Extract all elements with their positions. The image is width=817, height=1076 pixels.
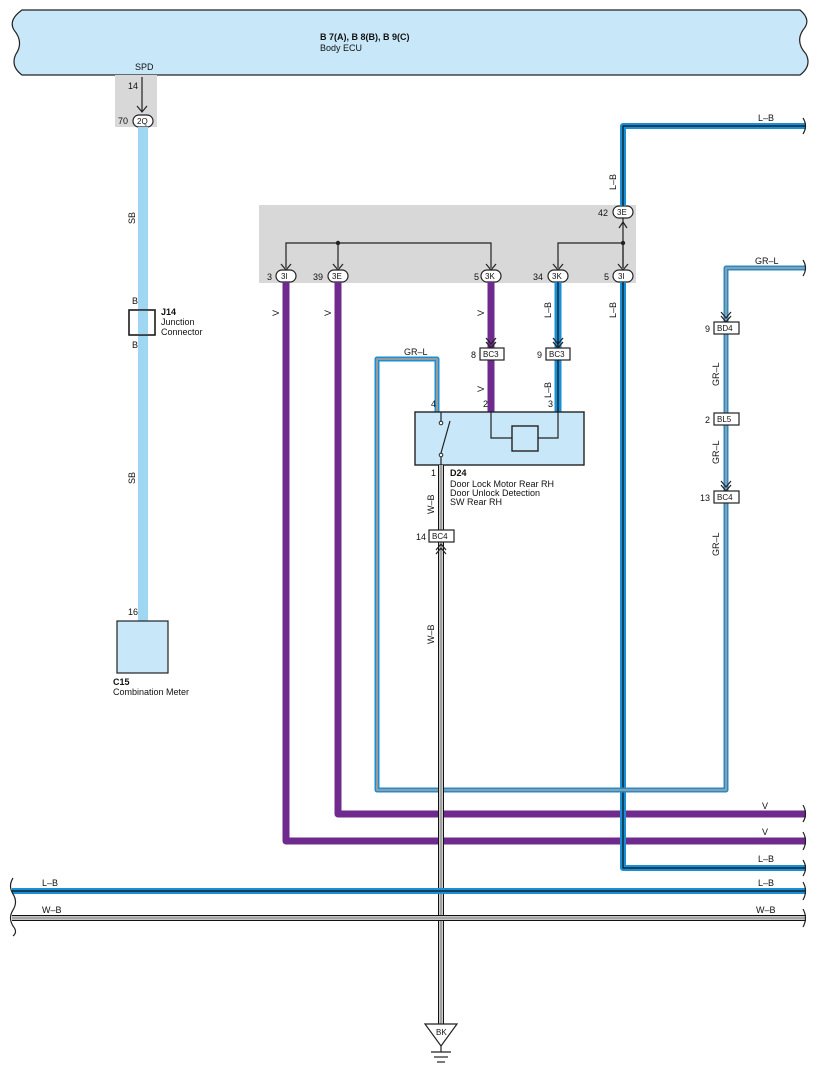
bus-wb-label-left: W–B <box>42 905 62 915</box>
row-conn-id: 3I <box>618 272 625 281</box>
ground-icon <box>423 1023 459 1063</box>
wire-grl <box>374 265 806 793</box>
j14-code: J14 <box>161 307 176 317</box>
j14-pin-top: B <box>132 296 138 306</box>
j14-name-1: Junction <box>161 317 195 327</box>
top-conn-pin: 70 <box>118 116 128 126</box>
d24-door-lock-motor <box>414 411 585 466</box>
arrow-icon <box>136 105 148 113</box>
wire-wb-label-1: W–B <box>426 494 436 514</box>
wire-grl-label-3: GR–L <box>711 440 721 464</box>
row-connector-3k-right: 34 3K <box>533 269 569 283</box>
bus-lb-label-right: L–B <box>758 878 774 888</box>
wire-v-outer <box>282 282 806 845</box>
d24-name-3: SW Rear RH <box>450 497 502 507</box>
d24-pin4: 4 <box>431 399 436 409</box>
bc4-right-pin: 13 <box>700 493 710 503</box>
wire-grl-label-top: GR–L <box>755 256 779 266</box>
row-conn-id: 3K <box>552 272 562 281</box>
upper-conn-id: 3E <box>617 208 627 217</box>
d24-code: D24 <box>450 468 467 478</box>
wire-v-label-4: V <box>476 386 486 392</box>
wire-lb-label-3: L–B <box>608 174 618 190</box>
connector-bc3-left: 8 BC3 <box>471 337 505 361</box>
combination-meter-c15 <box>116 620 169 674</box>
j14-pin-bottom: B <box>132 340 138 350</box>
meter-code: C15 <box>113 677 130 687</box>
ground-bk-label: BK <box>436 1028 447 1037</box>
wire-lb-label-2: L–B <box>543 382 553 398</box>
row-conn-pin: 39 <box>313 272 323 282</box>
body-ecu: B 7(A), B 8(B), B 9(C) Body ECU <box>11 9 809 76</box>
wire-v-label-3: V <box>476 310 486 316</box>
wire-v-label-right-2: V <box>762 827 768 837</box>
d24-name-1: Door Lock Motor Rear RH <box>450 479 554 489</box>
connector-bc3-right: 9 BC3 <box>537 337 571 361</box>
wire-v-label-right-1: V <box>762 801 768 811</box>
wire-lb-label-5: L–B <box>758 854 774 864</box>
row-connector-3e: 39 3E <box>313 269 349 283</box>
row-conn-pin: 5 <box>474 272 479 282</box>
bd4-id: BD4 <box>717 324 733 333</box>
row-connector-3i-left: 3 3I <box>267 269 297 283</box>
connector-bc4-lower: 14 BC4 <box>416 529 455 555</box>
spd-pin-label: SPD <box>135 62 154 72</box>
j14-name-2: Connector <box>161 327 203 337</box>
connector-bd4: 9 BD4 <box>705 311 740 335</box>
wire-v-label-1: V <box>271 310 281 316</box>
top-conn-id: 2Q <box>137 117 148 126</box>
d24-name-2: Door Unlock Detection <box>450 488 540 498</box>
wire-lb-right <box>620 123 806 871</box>
row-conn-id: 3I <box>281 272 288 281</box>
row-conn-pin: 34 <box>533 272 543 282</box>
bd4-pin: 9 <box>705 324 710 334</box>
bl5-pin: 2 <box>705 415 710 425</box>
d24-pin2: 2 <box>483 399 488 409</box>
bc3-right-pin: 9 <box>537 350 542 360</box>
wire-v-inner <box>334 282 806 818</box>
ecu-pin-number: 14 <box>128 81 138 91</box>
bc4-right-id: BC4 <box>717 493 733 502</box>
wire-lb-label-1: L–B <box>543 302 553 318</box>
wire-wb-label-2: W–B <box>426 624 436 644</box>
upper-conn-pin: 42 <box>598 208 608 218</box>
wire-v-label-2: V <box>323 310 333 316</box>
wire-grl-label-4: GR–L <box>711 532 721 556</box>
connector-bl5: 2 BL5 <box>705 412 740 426</box>
bc3-left-id: BC3 <box>483 350 499 359</box>
d24-pin1: 1 <box>431 468 436 478</box>
bus-wb-label-right: W–B <box>756 905 776 915</box>
motor-icon <box>511 425 539 452</box>
wire-sb-label-lower: SB <box>127 472 137 484</box>
row-conn-pin: 5 <box>604 272 609 282</box>
bc4-lower-pin: 14 <box>416 532 426 542</box>
row-conn-pin: 3 <box>267 272 272 282</box>
wire-lb-label-top: L–B <box>758 113 774 123</box>
ecu-name: Body ECU <box>320 43 362 53</box>
ecu-code: B 7(A), B 8(B), B 9(C) <box>320 32 410 42</box>
meter-name: Combination Meter <box>113 687 189 697</box>
meter-pin: 16 <box>128 607 138 617</box>
d24-pin3: 3 <box>548 399 553 409</box>
bc3-right-id: BC3 <box>549 350 565 359</box>
wire-break-marks <box>9 117 807 937</box>
switch-icon <box>440 420 451 454</box>
bus-lb-label-left: L–B <box>42 878 58 888</box>
bl5-id: BL5 <box>717 415 732 424</box>
connector-bc4-right: 13 BC4 <box>700 480 740 504</box>
wire-grl-label-2: GR–L <box>711 362 721 386</box>
row-conn-id: 3K <box>485 272 495 281</box>
wire-sb <box>138 127 148 621</box>
wire-lb-label-4: L–B <box>608 302 618 318</box>
wire-grl-label-left: GR–L <box>404 347 428 357</box>
row-connector-3i-right: 5 3I <box>604 269 634 283</box>
bc3-left-pin: 8 <box>471 350 476 360</box>
bc4-lower-id: BC4 <box>432 532 448 541</box>
row-conn-id: 3E <box>332 272 342 281</box>
wire-sb-label-upper: SB <box>127 212 137 224</box>
junction-block-band <box>259 205 636 283</box>
row-connector-3k-left: 5 3K <box>474 269 502 283</box>
